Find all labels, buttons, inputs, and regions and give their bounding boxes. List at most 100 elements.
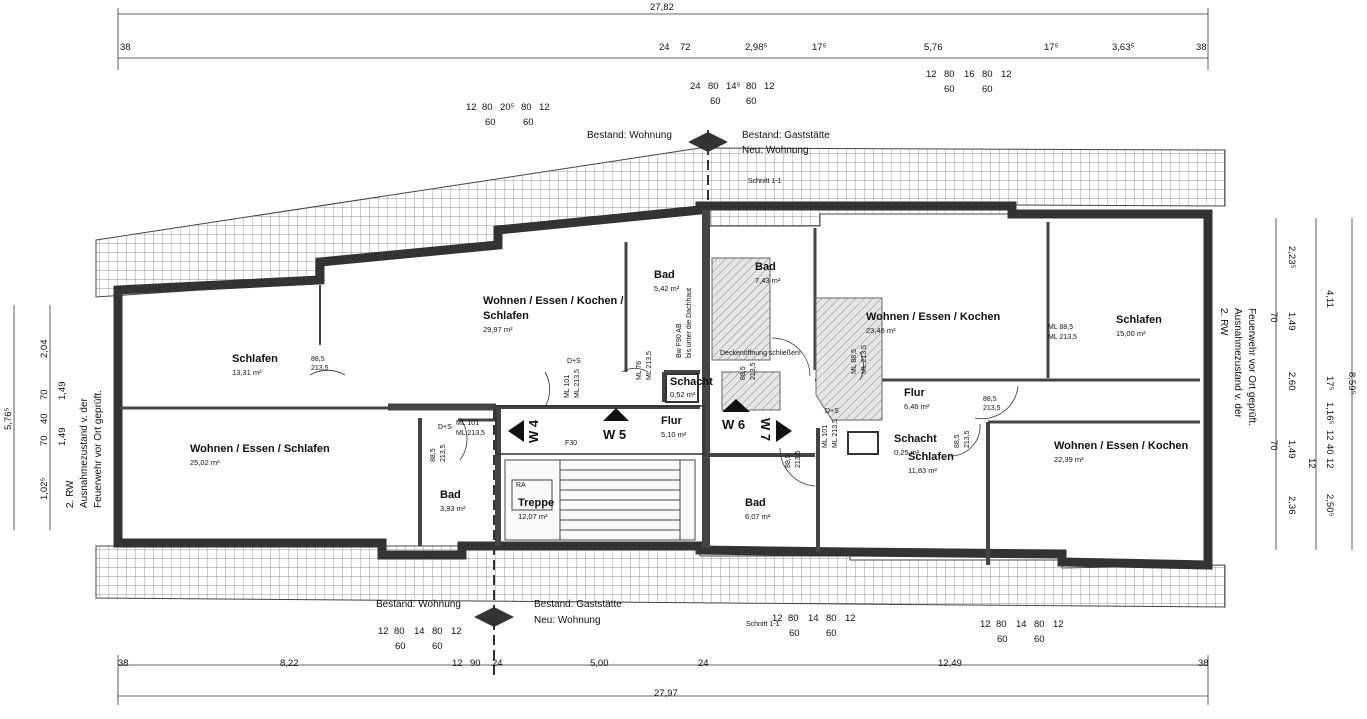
left-dim-c: 1,49	[57, 381, 68, 401]
right-dim-c: 1,49	[1286, 312, 1297, 331]
win-top-left-g: 60	[523, 117, 534, 128]
door-dim-5a: 88,5	[954, 434, 961, 448]
area-bad-right2: 6,07 m²	[745, 512, 771, 521]
note-ds-1: D+S	[567, 358, 581, 365]
win-top-left-f: 60	[485, 117, 496, 128]
schnitt-bottom: Schnitt 1-1	[746, 621, 780, 628]
view-markers	[508, 399, 792, 442]
note-ra: RA	[516, 482, 526, 489]
win-bot-right-d: 80	[1034, 619, 1045, 630]
door-dim-1a: 88,5	[311, 356, 325, 363]
left-dim-g: 1,02⁵	[39, 477, 50, 500]
area-bad-left: 3,93 m²	[440, 504, 466, 513]
dim-top-0: 38	[120, 42, 131, 53]
section-markers	[474, 132, 728, 627]
note-ds-2: D+S	[438, 424, 452, 431]
section-top-right1: Bestand: Gaststätte	[742, 130, 830, 141]
note-bw: Bw F90 AB	[676, 323, 683, 358]
door-dim-4b: 213,5	[795, 450, 802, 468]
rw-note-right-2: Feuerwehr vor Ort geprüft.	[1246, 308, 1257, 426]
marker-w5: W 5	[603, 427, 627, 442]
section-line	[493, 130, 709, 680]
left-dim-e: 70	[39, 435, 50, 446]
right-dim-n: 12	[1306, 458, 1317, 469]
win-top-mid-f: 60	[710, 96, 721, 107]
win-bot-right-c: 14	[1016, 619, 1027, 630]
win-bot-left-b: 80	[394, 626, 405, 637]
win-bot-left-c: 14	[414, 626, 425, 637]
room-bad-left: Bad	[440, 489, 461, 501]
dim-top-1: 24	[659, 42, 670, 53]
win-bot-left-a: 12	[378, 626, 389, 637]
win-bot-mid-e: 12	[845, 613, 856, 624]
dim-top-5: 5,76	[924, 42, 943, 53]
right-dim-e: 70	[1268, 440, 1279, 451]
marker-w7: W 7	[758, 418, 773, 442]
room-wohnen-mid-2: Schlafen	[483, 310, 529, 322]
right-dim-j: 1,16⁵	[1324, 402, 1335, 425]
rw-note-left-title: 2. RW	[65, 480, 76, 508]
room-bad-right2: Bad	[745, 497, 766, 509]
door-dim-2b: 213,5	[983, 405, 1001, 412]
win-top-left-a: 12	[466, 102, 477, 113]
win-bot-left-g: 60	[432, 641, 443, 652]
door-dim-3a: 88,5	[430, 448, 437, 462]
door-dim-5b: 213,5	[964, 430, 971, 448]
area-wohnen-mid: 29,97 m²	[483, 325, 513, 334]
room-flur-left: Flur	[661, 415, 682, 427]
win-bot-mid-g: 60	[826, 628, 837, 639]
rw-note-left-1: Ausnahmezustand v. der	[79, 398, 90, 508]
total-top-dim: 27,82	[650, 2, 674, 13]
area-wohnen-right: 23,46 m²	[866, 326, 896, 335]
area-schlafen-r1: 15,00 m²	[1116, 329, 1146, 338]
note-ml101b: ML 101	[564, 374, 571, 398]
win-top-mid-e: 12	[764, 81, 775, 92]
win-bot-mid-c: 14	[808, 613, 819, 624]
note-ml885: ML 88,5	[851, 348, 858, 374]
area-schacht-right: 0,25 m²	[894, 448, 920, 457]
win-bot-right-b: 80	[996, 619, 1007, 630]
hatch-zone-1	[711, 257, 771, 361]
win-bot-left-e: 12	[451, 626, 462, 637]
win-top-left-d: 80	[521, 102, 532, 113]
right-dim-l: 40	[1324, 444, 1335, 455]
door-dim-3b: 213,5	[440, 444, 447, 462]
area-bad-right1: 7,43 m²	[755, 276, 781, 285]
shaft-right	[847, 431, 879, 455]
dim-top-7: 3,63⁵	[1112, 42, 1135, 53]
note-dachraum: bis unter die Dachhaut	[686, 287, 693, 358]
hatch-zone-2	[815, 297, 883, 421]
note-f30: F30	[565, 440, 578, 447]
room-schlafen-left: Schlafen	[232, 353, 278, 365]
dim-bot-4: 24	[492, 658, 503, 669]
area-flur-left: 5,10 m²	[661, 430, 687, 439]
area-treppe: 12,07 m²	[518, 512, 548, 521]
dim-bot-0: 38	[118, 658, 129, 669]
section-top-right2: Neu: Wohnung	[742, 145, 809, 156]
room-wohnen-r2: Wohnen / Essen / Kochen	[1054, 440, 1189, 452]
schnitt-top: Schnitt 1-1	[748, 178, 782, 185]
section-bottom-right2: Neu: Wohnung	[534, 615, 601, 626]
win-bot-right-e: 12	[1053, 619, 1064, 630]
dim-bot-3: 90	[470, 658, 481, 669]
section-bottom-left: Bestand: Wohnung	[376, 599, 461, 610]
win-top-right-f: 60	[944, 84, 955, 95]
dim-bot-2: 12	[452, 658, 463, 669]
door-dim-2a: 88,5	[983, 396, 997, 403]
note-ml2135a: ML 213,5	[456, 430, 485, 437]
left-dim-d: 40	[39, 413, 50, 424]
room-schacht-right: Schacht	[894, 433, 937, 445]
left-dim-b: 70	[39, 389, 50, 400]
right-dim-k: 12	[1324, 430, 1335, 441]
win-bot-right-g: 60	[1034, 634, 1045, 645]
left-dim-f: 1,49	[57, 427, 68, 447]
note-decke: Deckenöffnung schließen!	[720, 350, 801, 357]
right-dim-d: 2,60	[1286, 372, 1297, 391]
door-arcs	[309, 337, 1019, 487]
win-bot-mid-d: 80	[826, 613, 837, 624]
win-top-mid-g: 60	[746, 96, 757, 107]
area-wohnen-r2: 22,39 m²	[1054, 455, 1084, 464]
left-dim-a: 2,04	[39, 339, 50, 359]
outer-wall	[113, 201, 1213, 570]
